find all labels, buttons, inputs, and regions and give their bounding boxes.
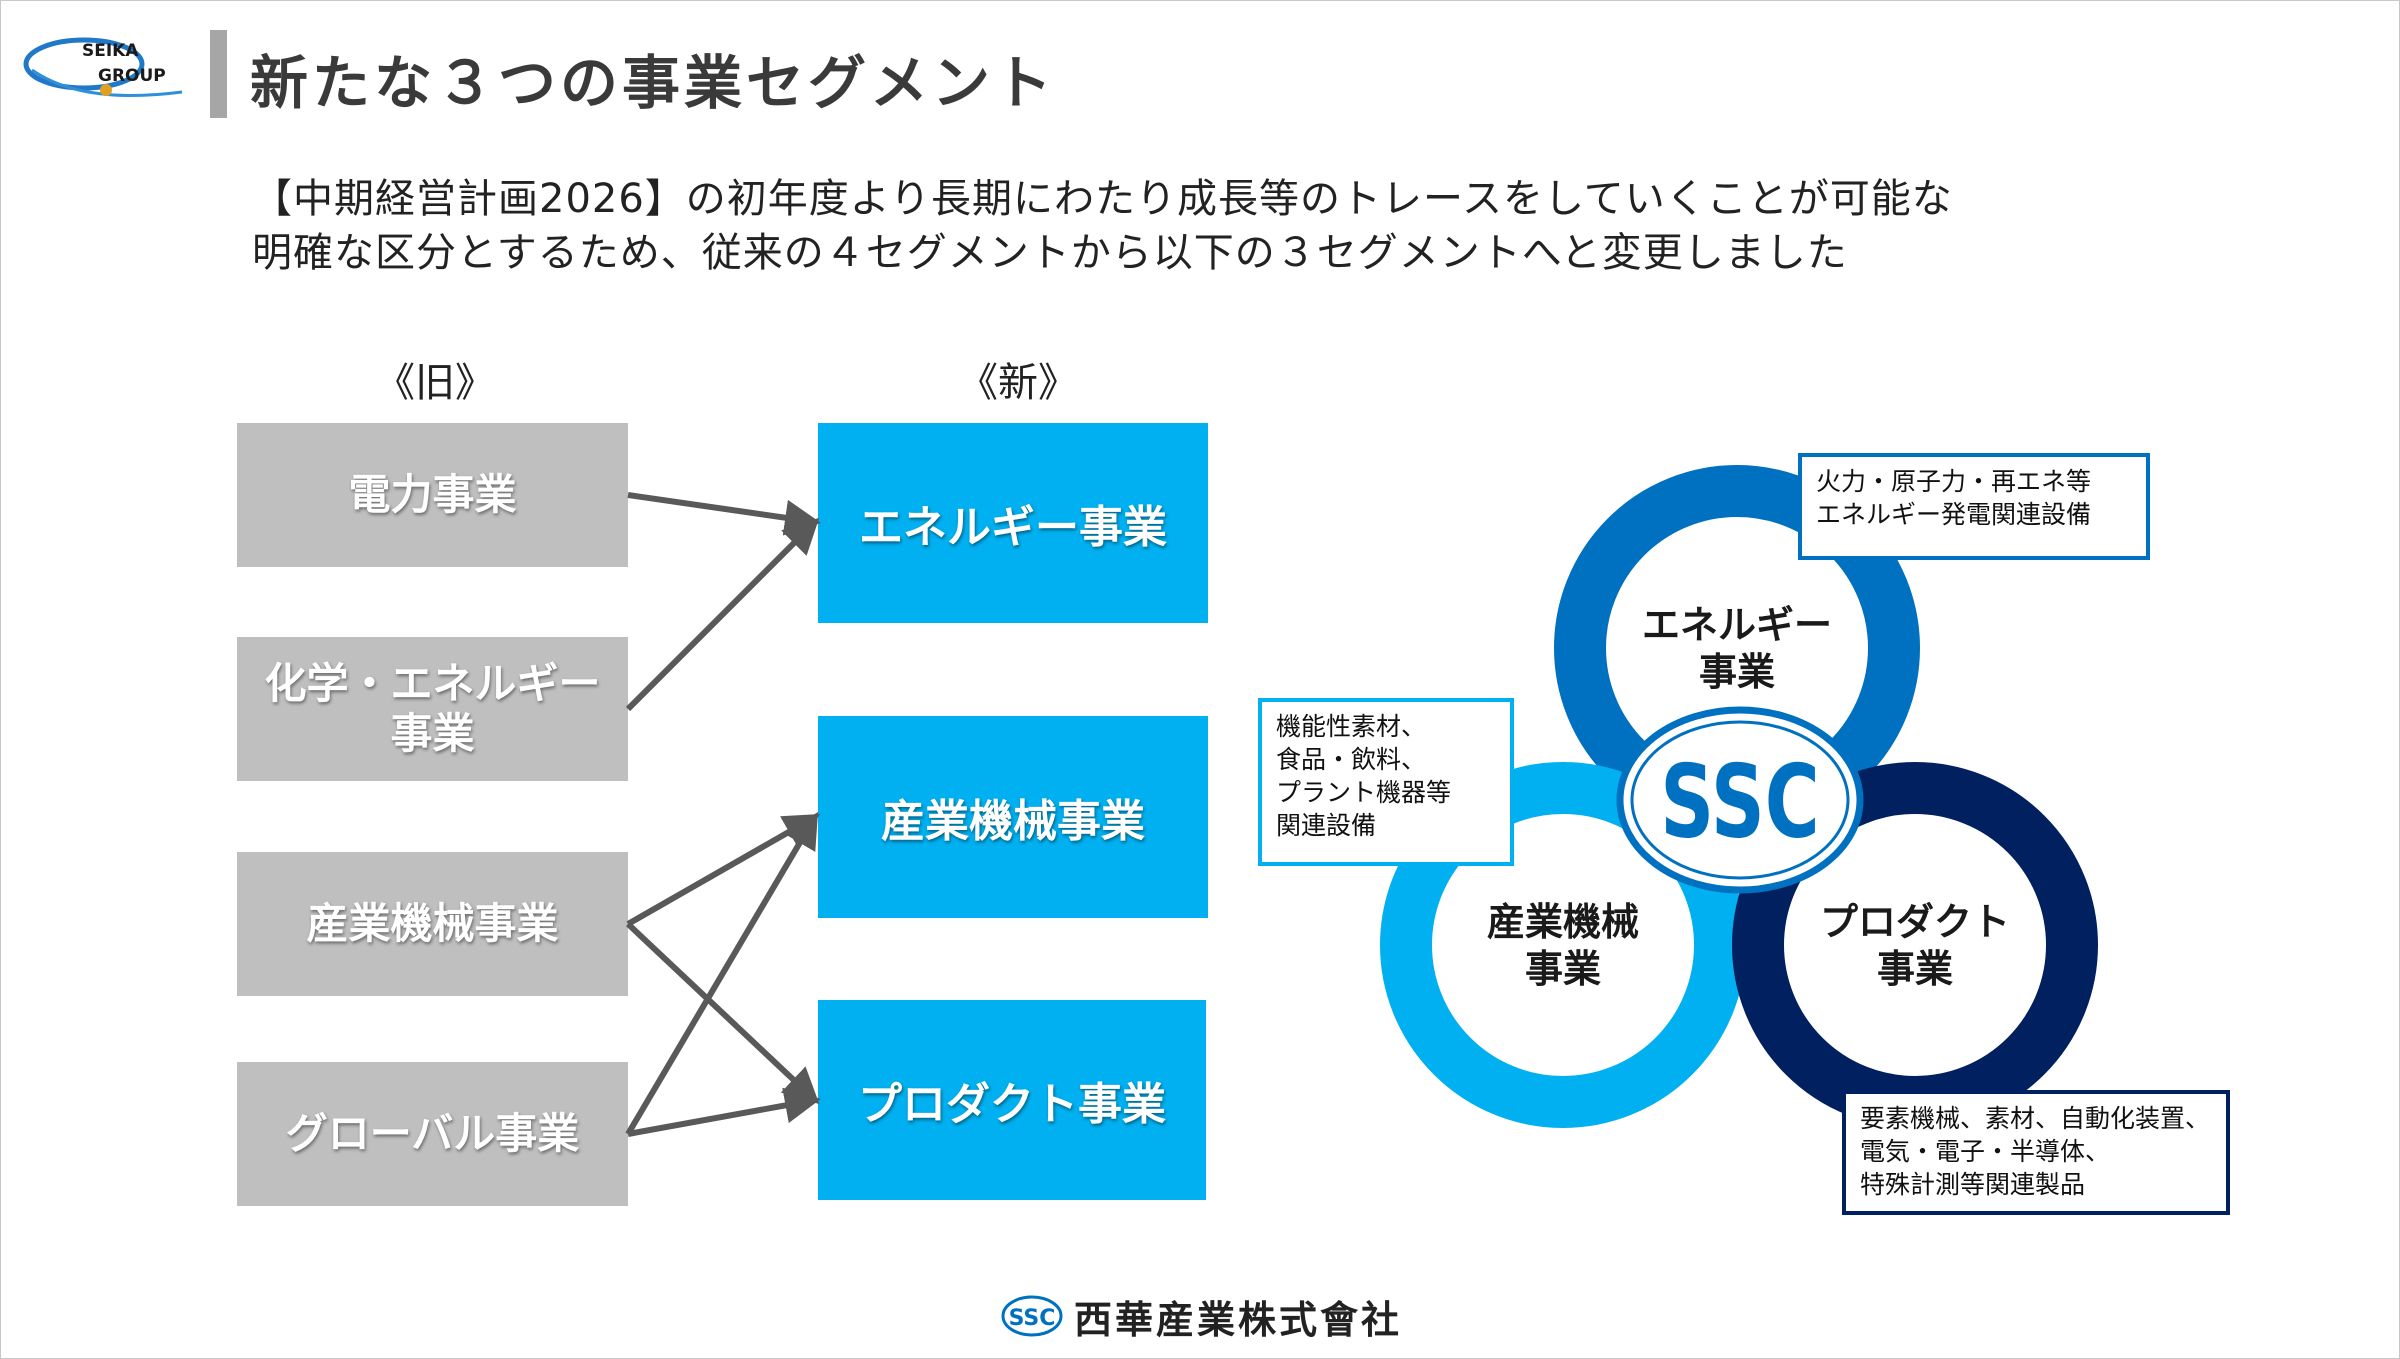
footer: SSC 西華産業株式會社 bbox=[1000, 1288, 1402, 1344]
callout-machinery-line-2: 食品・飲料、 bbox=[1276, 745, 1427, 774]
ssc-center-logo bbox=[1616, 706, 1864, 894]
seika-group-logo: SEIKA GROUP bbox=[23, 37, 183, 97]
arrow-global-to-product bbox=[627, 1087, 821, 1137]
old-column-label: 《旧》 bbox=[375, 360, 495, 406]
new-segment-product: プロダクト事業 bbox=[818, 1000, 1206, 1200]
svg-text:SEIKA: SEIKA bbox=[82, 41, 139, 61]
arrow-machinery-to-machinery bbox=[626, 814, 821, 927]
intro-line-2: 明確な区分とするため、従来の４セグメントから以下の３セグメントへと変更しました bbox=[252, 230, 1848, 276]
callout-energy-line-2: エネルギー発電関連設備 bbox=[1816, 500, 2092, 529]
ssc-center-logo-text: SSC bbox=[1660, 744, 1819, 861]
page-title: 新たな３つの事業セグメント bbox=[250, 49, 1057, 117]
title-accent-bar bbox=[210, 30, 227, 118]
callout-product-line-3: 特殊計測等関連製品 bbox=[1860, 1170, 2086, 1199]
arrow-machinery-to-product bbox=[625, 921, 820, 1105]
circle-product-label-2: 事業 bbox=[1877, 947, 1953, 991]
callout-product-line-2: 電気・電子・半導体、 bbox=[1860, 1137, 2111, 1166]
circle-machinery-label-1: 産業機械 bbox=[1487, 900, 1639, 944]
circle-product-label-1: プロダクト bbox=[1820, 900, 2010, 944]
old-segment-chem-label-2: 事業 bbox=[390, 709, 475, 758]
old-segment-machinery-label: 産業機械事業 bbox=[306, 899, 559, 948]
footer-ssc-logo: SSC bbox=[1001, 1295, 1063, 1337]
new-segment-energy-label: エネルギー事業 bbox=[859, 502, 1167, 553]
callout-machinery: 機能性素材、 食品・飲料、 プラント機器等 関連設備 bbox=[1258, 698, 1514, 866]
new-segment-machinery: 産業機械事業 bbox=[818, 716, 1208, 918]
circle-energy-label-1: エネルギー bbox=[1642, 603, 1832, 647]
arrow-chem-to-energy bbox=[625, 517, 820, 712]
callout-machinery-line-3: プラント機器等 bbox=[1276, 778, 1452, 807]
arrow-power-to-energy bbox=[627, 492, 821, 536]
callout-machinery-line-1: 機能性素材、 bbox=[1276, 712, 1427, 741]
callout-product: 要素機械、素材、自動化装置、 電気・電子・半導体、 特殊計測等関連製品 bbox=[1842, 1090, 2230, 1215]
old-segment-global-label: グローバル事業 bbox=[285, 1109, 580, 1158]
callout-energy-line-1: 火力・原子力・再エネ等 bbox=[1816, 467, 2092, 496]
ring-machinery bbox=[1380, 762, 1746, 1128]
old-segment-chem-label-1: 化学・エネルギー bbox=[264, 659, 601, 708]
circle-energy-label-2: 事業 bbox=[1699, 650, 1775, 694]
intro-text: 【中期経営計画2026】の初年度より長期にわたり成長等のトレースをしていくことが… bbox=[252, 172, 1953, 280]
new-segment-machinery-label: 産業機械事業 bbox=[881, 796, 1145, 847]
old-segment-chem-energy: 化学・エネルギー 事業 bbox=[237, 637, 628, 781]
old-segment-global: グローバル事業 bbox=[237, 1062, 628, 1206]
intro-line-1: 【中期経営計画2026】の初年度より長期にわたり成長等のトレースをしていくことが… bbox=[252, 176, 1953, 222]
old-segment-power: 電力事業 bbox=[237, 423, 628, 567]
new-segment-product-label: プロダクト事業 bbox=[858, 1079, 1166, 1130]
new-segment-energy: エネルギー事業 bbox=[818, 423, 1208, 623]
footer-company-name: 西華産業株式會社 bbox=[1074, 1297, 1403, 1342]
circle-machinery-label-2: 事業 bbox=[1525, 947, 1601, 991]
callout-energy: 火力・原子力・再エネ等 エネルギー発電関連設備 bbox=[1798, 453, 2150, 560]
new-column-label: 《新》 bbox=[958, 360, 1078, 406]
svg-text:GROUP: GROUP bbox=[98, 66, 166, 86]
old-segment-machinery: 産業機械事業 bbox=[237, 852, 628, 996]
callout-machinery-line-4: 関連設備 bbox=[1276, 811, 1377, 840]
svg-text:SSC: SSC bbox=[1009, 1306, 1056, 1331]
arrow-global-to-machinery bbox=[625, 811, 819, 1136]
callout-product-line-1: 要素機械、素材、自動化装置、 bbox=[1860, 1104, 2211, 1133]
old-segment-power-label: 電力事業 bbox=[348, 470, 517, 519]
